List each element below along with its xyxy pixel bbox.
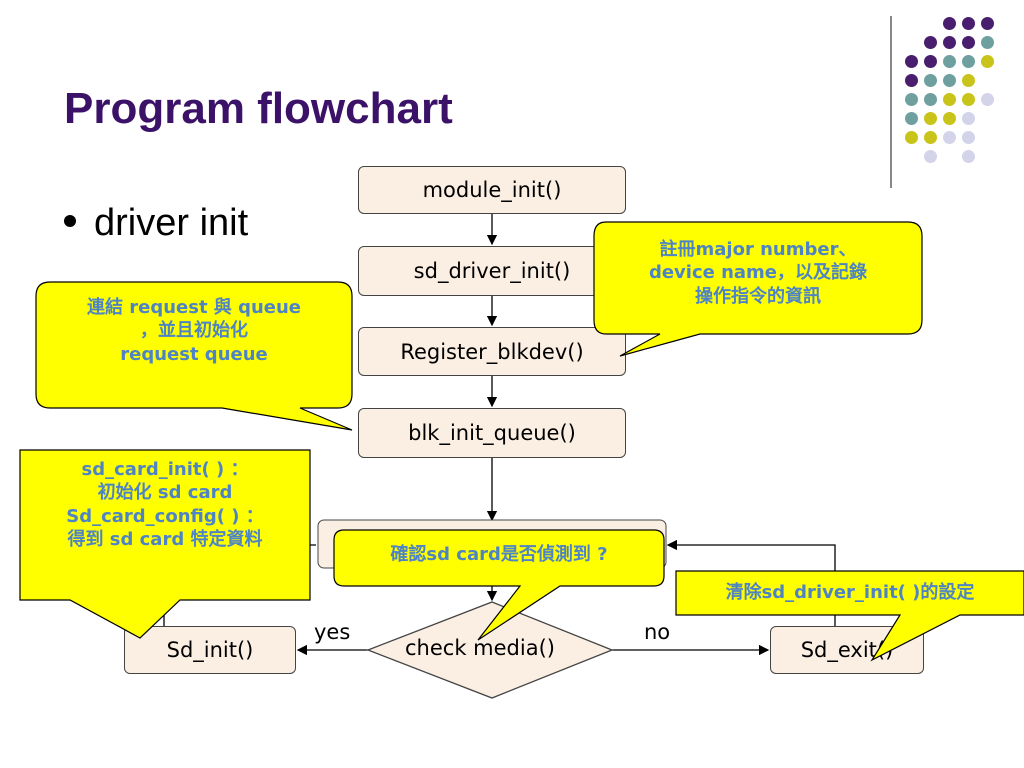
decorative-dot (905, 93, 918, 106)
decorative-dot (962, 36, 975, 49)
callout-confirm-shape (333, 529, 665, 641)
decorative-dot (943, 112, 956, 125)
decorative-dot (905, 131, 918, 144)
callout-clear-text: 清除sd_driver_init( )的設定 (725, 582, 975, 603)
bullet-item: driver init (64, 202, 248, 245)
decorative-dot (924, 150, 937, 163)
callout-sdcard-line-2: 初始化 sd card (97, 482, 233, 504)
callout-sdcard-shape (19, 449, 311, 639)
decorative-dot (943, 17, 956, 30)
check-media-diamond (366, 601, 614, 699)
decorative-dot (924, 112, 937, 125)
blk-init-queue-box: blk_init_queue() (358, 408, 626, 458)
register-blkdev-box: Register_blkdev() (358, 327, 626, 376)
callout-major-line-3: 操作指令的資訊 (695, 285, 821, 307)
sd-driver-init-box: sd_driver_init() (358, 246, 626, 296)
callout-major-line-2: device name，以及記錄 (648, 262, 868, 284)
decorative-dot (943, 74, 956, 87)
decorative-dot (924, 93, 937, 106)
callout-request-line-3: request queue (120, 343, 268, 365)
callout-major-text: 註冊major number、 device name，以及記錄 操作指令的資訊 (600, 238, 916, 308)
decorative-dot (924, 131, 937, 144)
decorative-dot (962, 131, 975, 144)
decorative-dot (962, 150, 975, 163)
bullet-dot-icon (64, 214, 76, 227)
callout-sdcard-line-3: Sd_card_config( ) ： (66, 505, 264, 527)
decorative-dot (962, 74, 975, 87)
decorative-dot (924, 36, 937, 49)
decorative-dot (981, 55, 994, 68)
decorative-dot (905, 112, 918, 125)
decorative-dot (905, 55, 918, 68)
sd-exit-box: Sd_exit() (770, 626, 924, 674)
bullet-text: driver init (94, 202, 249, 244)
callout-request-shape (35, 281, 353, 431)
decorative-dot (924, 74, 937, 87)
decorative-dot (962, 55, 975, 68)
decorative-dot (943, 36, 956, 49)
callout-clear-shape (675, 570, 1024, 662)
decorative-dot (962, 17, 975, 30)
callout-request-line-2: ，並且初始化 (140, 320, 248, 342)
callout-request-text: 連結 request 與 queue ，並且初始化 request queue (40, 296, 348, 366)
callout-sdcard-text: sd_card_init( ) ： 初始化 sd card Sd_card_co… (22, 458, 308, 552)
callout-request-line-1: 連結 request 與 queue (86, 297, 302, 318)
yes-label: yes (314, 620, 351, 644)
callout-major-line-1: 註冊major number、 (659, 239, 857, 260)
callout-major-shape (593, 221, 923, 357)
decorative-divider (890, 16, 892, 188)
decorative-dot (981, 93, 994, 106)
callout-confirm-text: 確認sd card是否偵測到 ? (390, 544, 608, 565)
decorative-dot (981, 36, 994, 49)
decorative-dot (981, 17, 994, 30)
check-media-label: check media() (405, 636, 555, 660)
callout-sdcard-line-4: 得到 sd card 特定資料 (67, 529, 263, 551)
decorative-dot (943, 131, 956, 144)
no-label: no (644, 620, 671, 644)
callout-sdcard-line-1: sd_card_init( ) ： (81, 459, 249, 480)
page-title: Program flowchart (64, 84, 453, 133)
decorative-dot (943, 93, 956, 106)
decorative-dot (924, 55, 937, 68)
decorative-dot (962, 112, 975, 125)
sd-init-box: Sd_init() (124, 626, 296, 674)
decorative-dot (905, 74, 918, 87)
module-init-box: module_init() (358, 166, 626, 214)
decorative-dot (962, 93, 975, 106)
decorative-dot (943, 55, 956, 68)
